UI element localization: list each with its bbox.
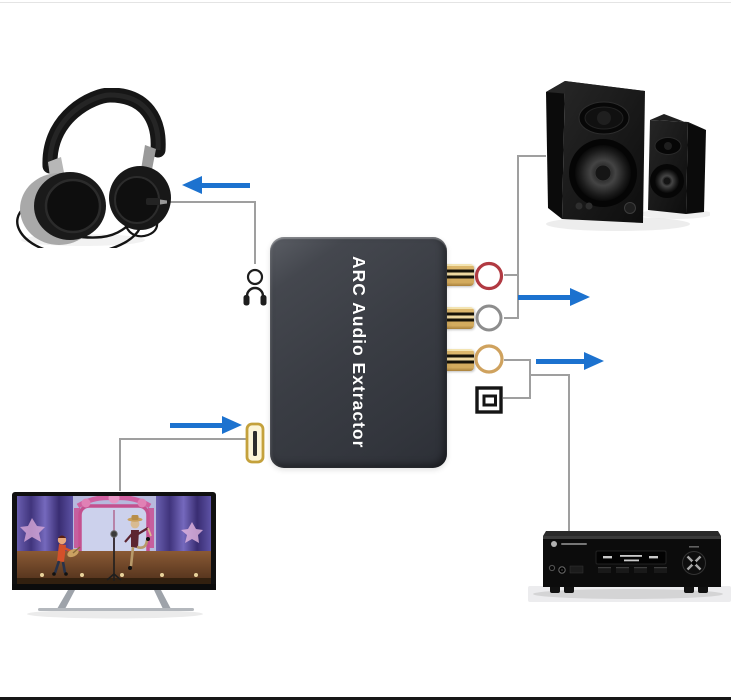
speakers-image bbox=[546, 81, 710, 231]
small-speaker bbox=[648, 114, 706, 214]
headphone-output-icon bbox=[243, 268, 267, 306]
indicator-leds bbox=[575, 202, 583, 210]
footlights bbox=[40, 573, 198, 577]
rca-red-icon bbox=[474, 261, 504, 291]
speaker-knob bbox=[624, 202, 636, 214]
microphone-stand bbox=[106, 530, 122, 581]
boy-character bbox=[52, 535, 81, 576]
wire-tv-hdmi bbox=[119, 438, 246, 491]
front-controls bbox=[548, 564, 667, 574]
rca-jack-right bbox=[444, 307, 474, 329]
large-speaker bbox=[546, 81, 645, 223]
tv-screen bbox=[17, 496, 211, 584]
arrow-from-tv bbox=[170, 416, 242, 434]
arrow-to-speakers bbox=[518, 288, 590, 306]
arrow-to-headphones bbox=[182, 176, 250, 194]
wire-speakers bbox=[504, 155, 546, 319]
amplifier-top bbox=[543, 531, 721, 536]
skeleton-character bbox=[124, 515, 152, 570]
wire-amplifier bbox=[503, 359, 570, 532]
audio-plug bbox=[146, 198, 160, 205]
tv-image bbox=[12, 492, 216, 619]
shelf-surface bbox=[528, 586, 731, 602]
headphones-image bbox=[16, 88, 171, 248]
arrow-to-amplifier bbox=[536, 352, 604, 370]
top-border-line bbox=[0, 2, 731, 3]
display-window bbox=[595, 550, 667, 565]
tv-stand bbox=[38, 590, 194, 611]
display-text bbox=[603, 555, 658, 562]
optical-toslink-icon bbox=[475, 386, 503, 414]
bottom-border-line bbox=[0, 697, 731, 700]
amplifier-image bbox=[528, 531, 731, 602]
rca-white-icon bbox=[475, 304, 503, 332]
wire-headphone-output bbox=[157, 201, 256, 264]
rca-jack-coaxial bbox=[444, 349, 474, 371]
hdmi-plug-icon bbox=[245, 422, 265, 464]
device-label: ARC Audio Extractor bbox=[349, 256, 369, 449]
volume-knob bbox=[682, 546, 706, 575]
rca-jack-left bbox=[444, 264, 474, 286]
rca-orange-icon bbox=[474, 344, 504, 374]
brand-logo bbox=[551, 541, 587, 547]
arc-audio-extractor-device: ARC Audio Extractor bbox=[270, 237, 447, 468]
